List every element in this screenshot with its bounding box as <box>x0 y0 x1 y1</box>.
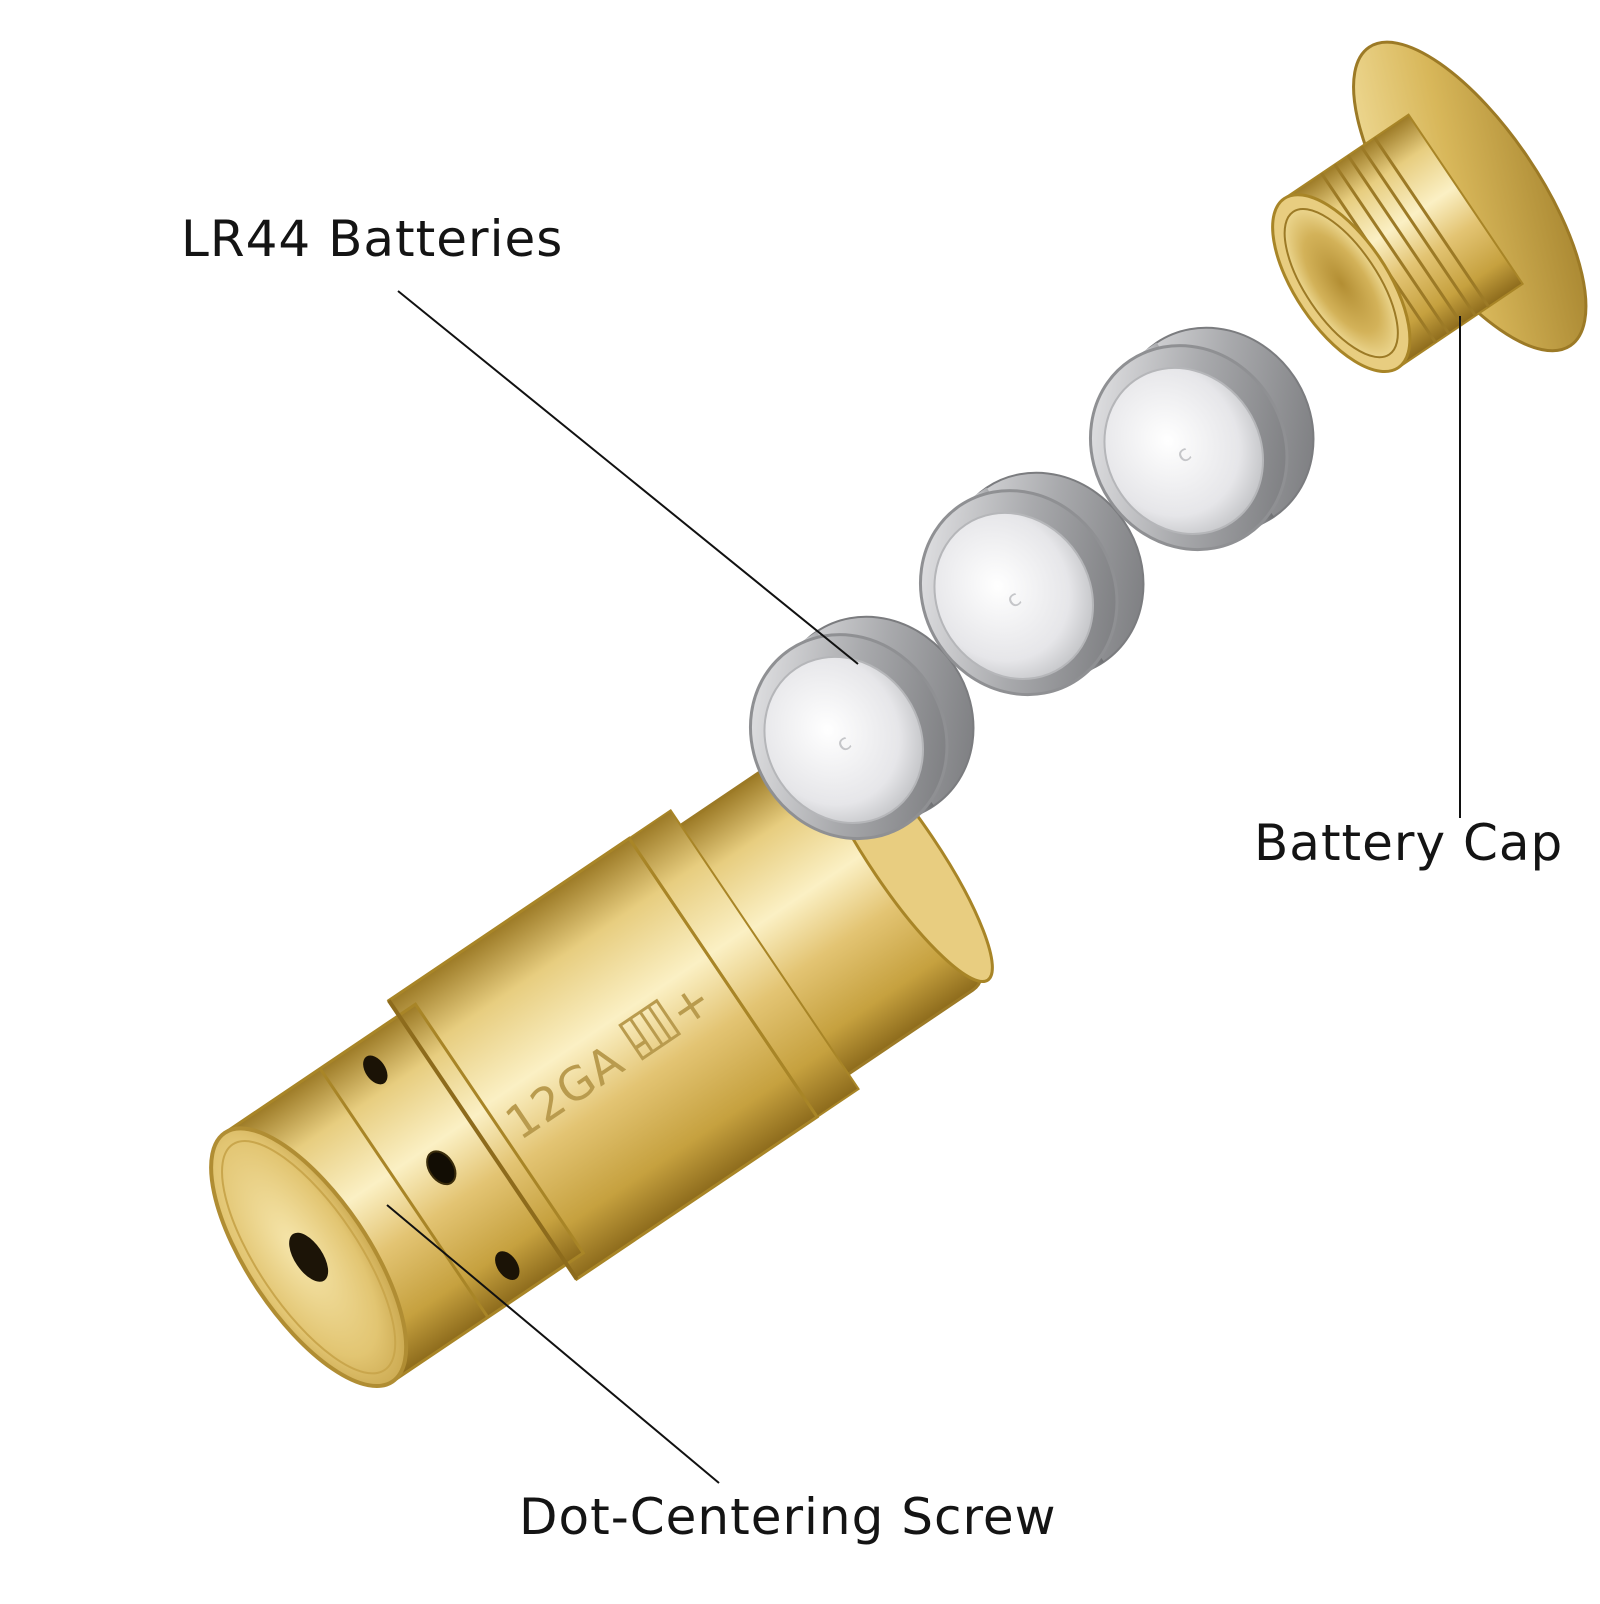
adjustment-hole-top <box>363 1055 388 1085</box>
batteries-callout-label: LR44 Batteries <box>181 210 564 268</box>
screw-leader-line <box>386 1204 720 1484</box>
battery-1: c <box>748 615 975 841</box>
battery-symbol-icon <box>618 998 682 1061</box>
battery-cap <box>1271 40 1588 374</box>
battery-2: c <box>918 471 1145 697</box>
dot-centering-screw-callout-label: Dot-Centering Screw <box>519 1488 1057 1546</box>
batteries-leader-line <box>397 290 859 665</box>
laser-aperture <box>289 1232 329 1282</box>
battery-cap-callout-label: Battery Cap <box>1254 814 1564 872</box>
adjustment-hole-bottom <box>495 1251 520 1280</box>
battery-3: c <box>1088 326 1315 552</box>
laser-cartridge-body: 12GA - + <box>209 728 994 1389</box>
dot-centering-screw <box>426 1150 457 1186</box>
